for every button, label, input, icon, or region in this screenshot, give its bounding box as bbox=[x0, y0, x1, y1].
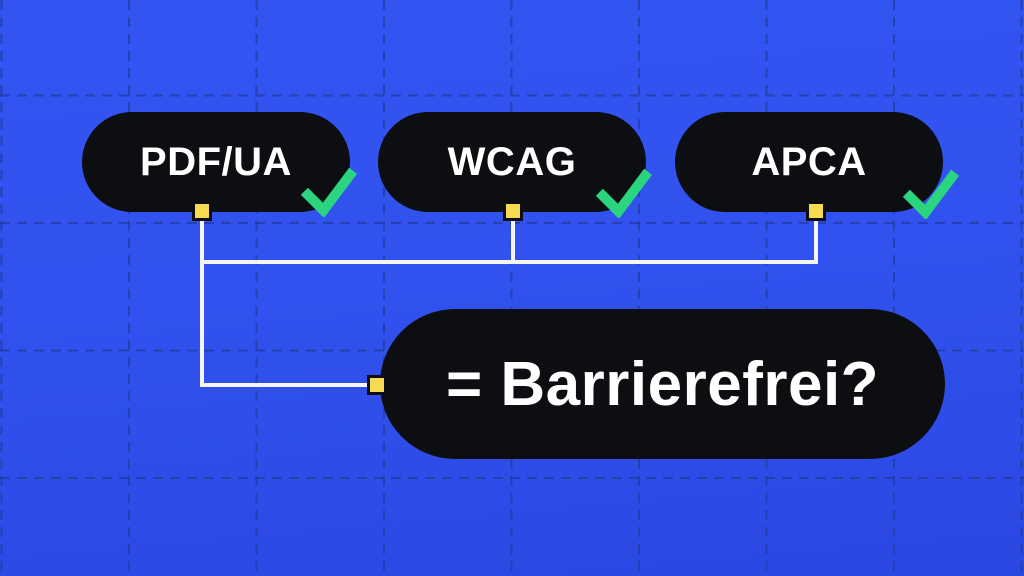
connector-bus-horizontal bbox=[200, 260, 818, 264]
node-wcag-label: WCAG bbox=[447, 139, 577, 184]
node-pdfua-label: PDF/UA bbox=[140, 139, 292, 184]
node-result-label: = Barrierefrei? bbox=[445, 349, 880, 419]
node-result: = Barrierefrei? bbox=[380, 309, 945, 459]
connector-horizontal-result bbox=[200, 383, 370, 387]
connector-vertical-wcag bbox=[511, 214, 515, 264]
connector-vertical-pdfua bbox=[200, 214, 204, 387]
connector-vertical-apca bbox=[814, 214, 818, 264]
connector-square-result bbox=[367, 375, 387, 395]
connector-square-pdfua bbox=[192, 201, 212, 221]
connector-square-wcag bbox=[503, 201, 523, 221]
node-apca: APCA bbox=[675, 112, 943, 212]
checkmark-icon bbox=[301, 167, 357, 217]
node-wcag: WCAG bbox=[378, 112, 646, 212]
node-apca-label: APCA bbox=[751, 139, 867, 184]
checkmark-icon bbox=[903, 169, 959, 219]
connector-square-apca bbox=[806, 201, 826, 221]
checkmark-icon bbox=[596, 168, 652, 218]
